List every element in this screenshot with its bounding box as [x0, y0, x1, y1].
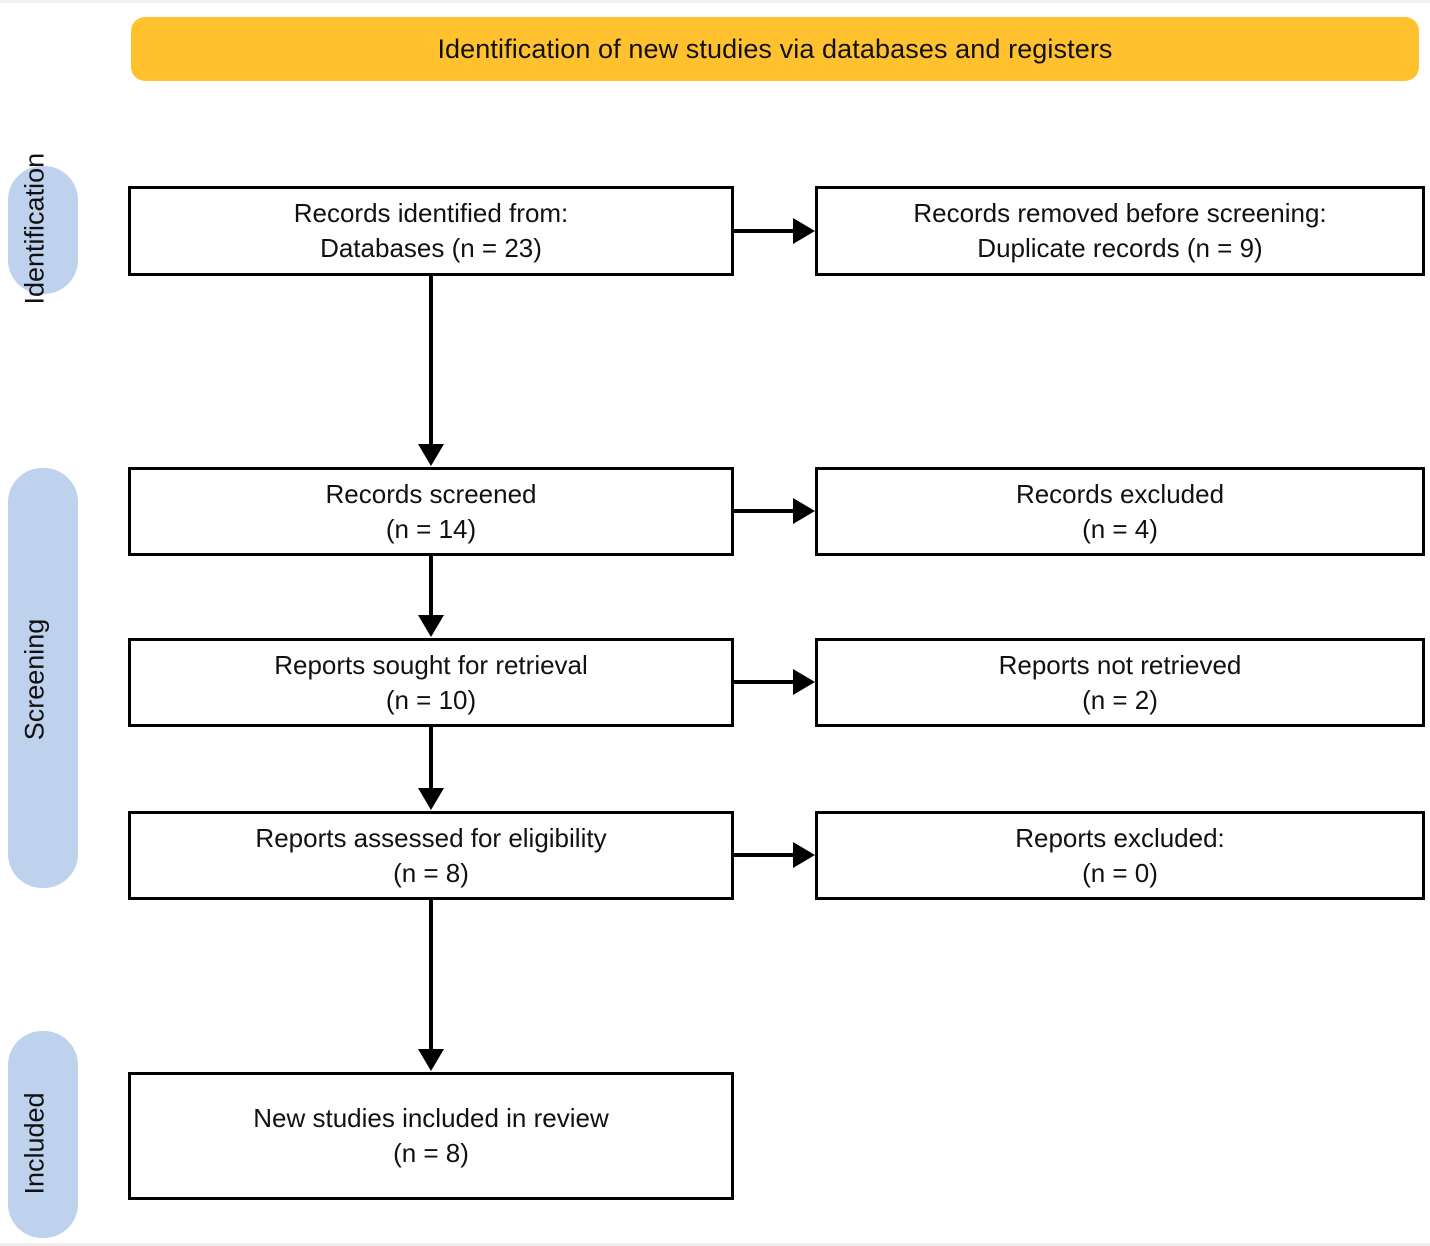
- arrowhead-sought-to-not-retrieved: [793, 669, 815, 695]
- arrowhead-screened-to-sought: [418, 615, 444, 637]
- stage-label-screening: Screening: [19, 618, 50, 741]
- box-reports-excluded[interactable]: Reports excluded: (n = 0): [815, 811, 1425, 900]
- box-line-2: (n = 8): [393, 1138, 469, 1168]
- box-line-2: Databases (n = 23): [320, 233, 542, 263]
- connector-sought-to-not-retrieved: [734, 680, 796, 684]
- arrowhead-identified-to-screened: [418, 444, 444, 466]
- page-title: Identification of new studies via databa…: [437, 33, 1113, 64]
- diagram-header-banner: Identification of new studies via databa…: [131, 17, 1419, 81]
- box-reports-not-retrieved[interactable]: Reports not retrieved (n = 2): [815, 638, 1425, 727]
- stage-pill-screening: [8, 468, 78, 888]
- box-records-screened[interactable]: Records screened (n = 14): [128, 467, 734, 556]
- stage-pill-included: [8, 1031, 78, 1238]
- box-line-2: (n = 14): [385, 513, 477, 544]
- box-line-2: (n = 10): [385, 684, 477, 715]
- connector-identified-to-screened: [429, 276, 433, 446]
- arrowhead-screened-to-excluded: [793, 498, 815, 524]
- box-line-1: Records identified from:: [293, 198, 569, 229]
- box-line-1: Records excluded: [1015, 478, 1225, 509]
- box-line-1: Reports not retrieved: [998, 649, 1242, 680]
- box-records-excluded[interactable]: Records excluded (n = 4): [815, 467, 1425, 556]
- box-records-removed[interactable]: Records removed before screening: Duplic…: [815, 186, 1425, 276]
- connector-sought-to-assessed: [429, 727, 433, 789]
- box-reports-sought[interactable]: Reports sought for retrieval (n = 10): [128, 638, 734, 727]
- box-line-2: (n = 0): [1082, 857, 1158, 888]
- box-line-1: Records removed before screening:: [913, 198, 1327, 229]
- box-line-2: (n = 2): [1082, 684, 1158, 715]
- arrowhead-assessed-to-included: [418, 1049, 444, 1071]
- box-line-2: Duplicate records (n = 9): [977, 233, 1263, 263]
- box-records-identified[interactable]: Records identified from: Databases (n = …: [128, 186, 734, 276]
- box-line-1: New studies included in review: [253, 1103, 609, 1134]
- arrowhead-sought-to-assessed: [418, 788, 444, 810]
- connector-assessed-to-excluded: [734, 853, 796, 857]
- box-line-1: Reports assessed for eligibility: [255, 822, 607, 853]
- arrowhead-assessed-to-excluded: [793, 842, 815, 868]
- box-line-1: Reports excluded:: [1015, 822, 1225, 853]
- box-line-2: (n = 8): [393, 857, 469, 888]
- box-line-2: (n = 4): [1082, 513, 1158, 544]
- connector-identified-to-removed: [734, 229, 796, 233]
- arrowhead-identified-to-removed: [793, 218, 815, 244]
- connector-screened-to-sought: [429, 556, 433, 616]
- connector-screened-to-excluded: [734, 509, 796, 513]
- stage-label-included: Included: [19, 1092, 50, 1195]
- box-reports-assessed[interactable]: Reports assessed for eligibility (n = 8): [128, 811, 734, 900]
- stage-pill-identification: [8, 166, 78, 294]
- connector-assessed-to-included: [429, 900, 433, 1050]
- box-line-1: Reports sought for retrieval: [274, 649, 588, 680]
- box-line-1: Records screened: [325, 478, 537, 509]
- box-new-studies-included[interactable]: New studies included in review (n = 8): [128, 1072, 734, 1200]
- stage-label-identification: Identification: [19, 152, 50, 305]
